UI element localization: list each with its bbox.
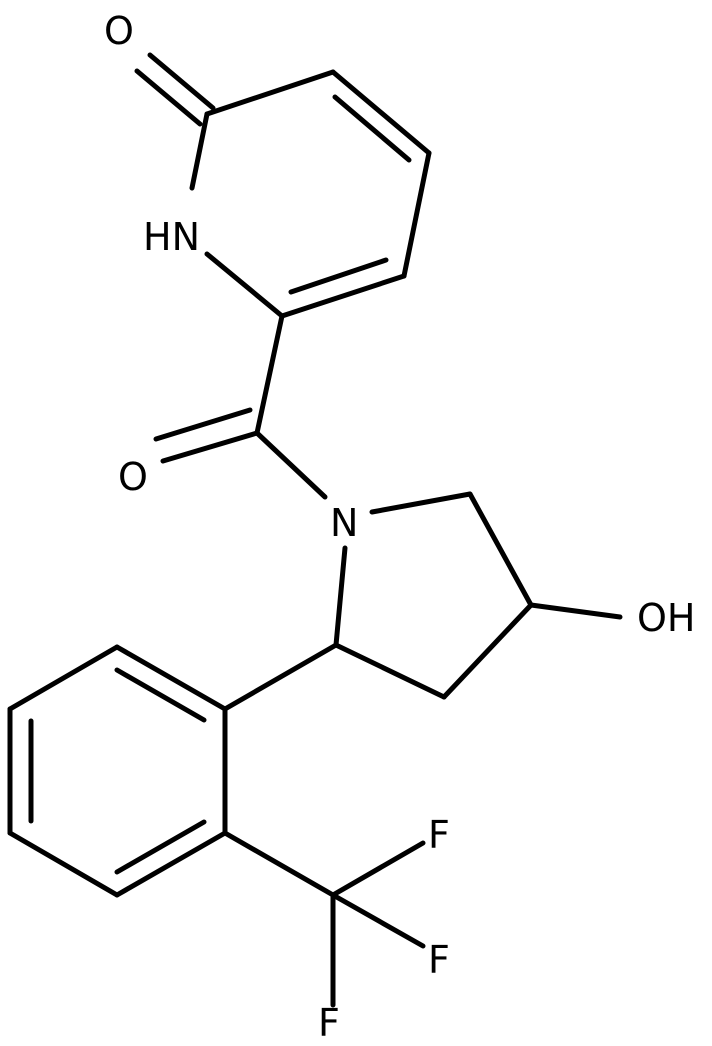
bond-carbonyl-o-double-a [160, 430, 260, 464]
fluorine-label-middle: F [428, 938, 450, 982]
bond-ar2-ar3 [7, 644, 120, 712]
bond-c6-carbonyl [254, 313, 285, 436]
nitrogen-label-pyrrolidine: N [330, 501, 358, 545]
bond-ar5-ar6-inner [114, 819, 207, 875]
bond-ar4-ar5 [7, 830, 120, 898]
bond-c3-c4 [330, 69, 432, 156]
bond-ar1-ar2 [114, 644, 228, 712]
bond-c4p-oh [528, 602, 623, 620]
oxygen-label-amide: O [118, 455, 148, 499]
bond-carbonyl-o-double-b [153, 407, 253, 442]
bond-c5-c6 [279, 273, 407, 319]
bond-c4-c5 [401, 150, 432, 279]
bond-c2-o-double-a [147, 52, 216, 111]
nh-label: HN [143, 215, 200, 259]
oxygen-label-pyridone: O [104, 9, 134, 53]
bond-c4p-c3p [441, 602, 534, 700]
bond-cf3-f-top [330, 840, 426, 898]
bond-c2p-n [333, 545, 348, 648]
bond-ar6-cf3 [222, 830, 336, 898]
bond-ar1-ar2-inner [114, 667, 207, 723]
bond-c5-c6-inner [288, 257, 389, 295]
bond-c3p-c2p [333, 642, 447, 700]
bond-c2p-aryl [222, 642, 339, 712]
bond-c3-c4-inner [332, 94, 412, 163]
bond-cf3-f-middle [330, 892, 426, 949]
bond-c6-n1 [204, 251, 285, 319]
fluorine-label-top: F [428, 813, 450, 857]
bond-c2-c3 [204, 69, 336, 117]
bond-carbonyl-n [254, 430, 328, 500]
bond-n1-c2 [189, 111, 210, 191]
bond-ar5-ar6 [114, 830, 228, 898]
hydroxyl-label: OH [637, 596, 695, 640]
bond-n-c5p [369, 491, 473, 515]
bond-c5p-c4p [467, 491, 534, 608]
fluorine-label-bottom: F [318, 1001, 340, 1045]
bond-c2-o-double-b [134, 68, 203, 127]
